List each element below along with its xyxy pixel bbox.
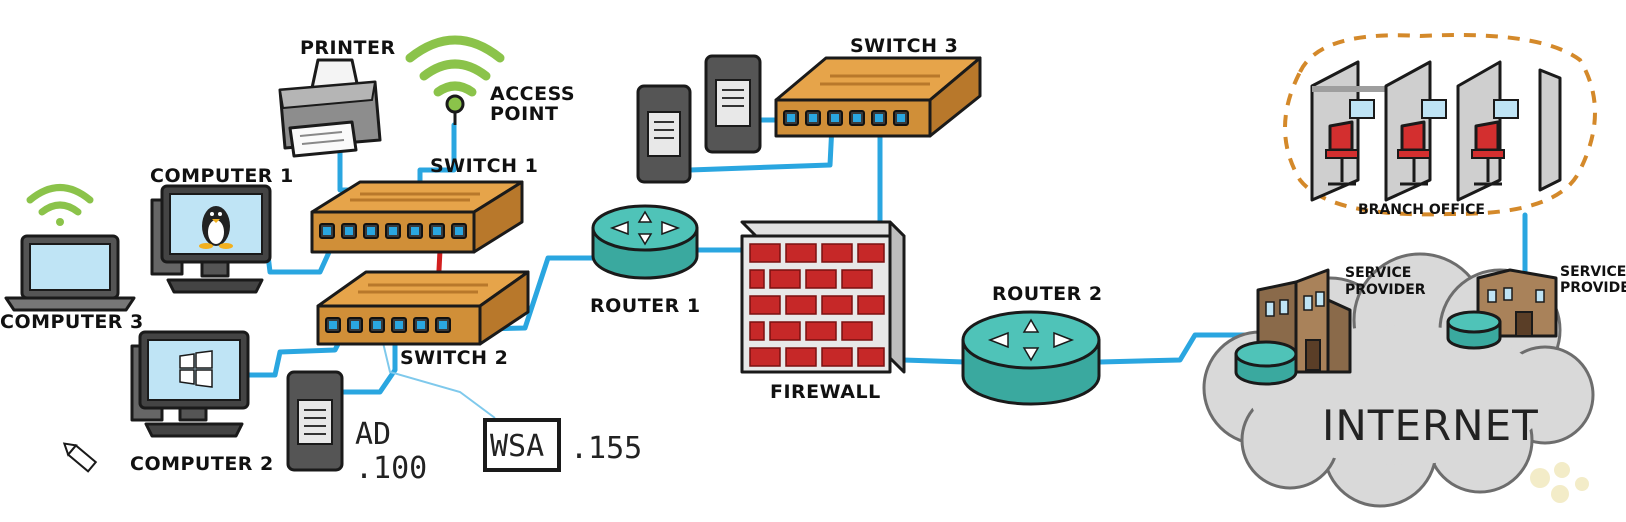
access-point: [405, 35, 505, 125]
decorative-dots: [1530, 462, 1589, 503]
cubicle-1: [1310, 60, 1390, 202]
linux-penguin-icon: [199, 206, 233, 249]
router-arrows-icon: [987, 318, 1075, 362]
cubicle-2: [1384, 60, 1447, 202]
service-provider-2-label-1: SERVICE: [1560, 264, 1626, 280]
firewall: [740, 220, 906, 374]
server-top-left: [636, 84, 692, 184]
wsa-ip-annotation: .155: [570, 431, 642, 466]
pencil-icon: [62, 442, 98, 473]
router-1: [591, 204, 699, 280]
router-2-label: ROUTER 2: [992, 283, 1103, 305]
wifi-icon: [26, 184, 94, 226]
firewall-label: FIREWALL: [770, 381, 881, 403]
internet-label: INTERNET: [1322, 401, 1539, 450]
computer-1-label: COMPUTER 1: [150, 165, 294, 187]
access-point-label-1: ACCESS: [490, 83, 575, 105]
computer-1: [150, 184, 272, 294]
cubicle-3: [1456, 60, 1562, 202]
ad-annotation: AD: [355, 417, 391, 452]
branch-office: [1283, 33, 1597, 217]
switch-1-label: SWITCH 1: [430, 155, 538, 177]
switch-2: [316, 270, 530, 346]
printer-label: PRINTER: [300, 37, 396, 59]
ad-ip-annotation: .100: [355, 451, 427, 486]
printer: [278, 58, 382, 158]
computer-3-label: COMPUTER 3: [0, 311, 144, 333]
server-top-right: [704, 54, 762, 154]
computer-2: [130, 330, 250, 438]
access-point-label-2: POINT: [490, 103, 559, 125]
service-provider-2-label-2: PROVIDER: [1560, 280, 1626, 296]
computer-2-label: COMPUTER 2: [130, 453, 274, 475]
switch-3-label: SWITCH 3: [850, 35, 958, 57]
windows-logo-icon: [179, 350, 213, 388]
service-provider-1-label-1: SERVICE: [1345, 265, 1411, 281]
router-1-label: ROUTER 1: [590, 295, 701, 317]
ad-server: [286, 370, 344, 472]
router-arrows-icon: [609, 210, 681, 246]
service-provider-1: [1234, 268, 1352, 386]
wifi-icon: [405, 35, 505, 97]
service-provider-2: [1446, 268, 1558, 350]
wsa-annotation: WSA: [490, 429, 544, 464]
switch-2-label: SWITCH 2: [400, 347, 508, 369]
router-2: [961, 310, 1101, 406]
wsa-box: WSA: [483, 418, 561, 472]
switch-3: [774, 56, 982, 138]
switch-1: [310, 180, 524, 254]
branch-office-label: BRANCH OFFICE: [1358, 202, 1485, 218]
computer-3-laptop: [4, 184, 136, 312]
service-provider-1-label-2: PROVIDER: [1345, 282, 1426, 298]
